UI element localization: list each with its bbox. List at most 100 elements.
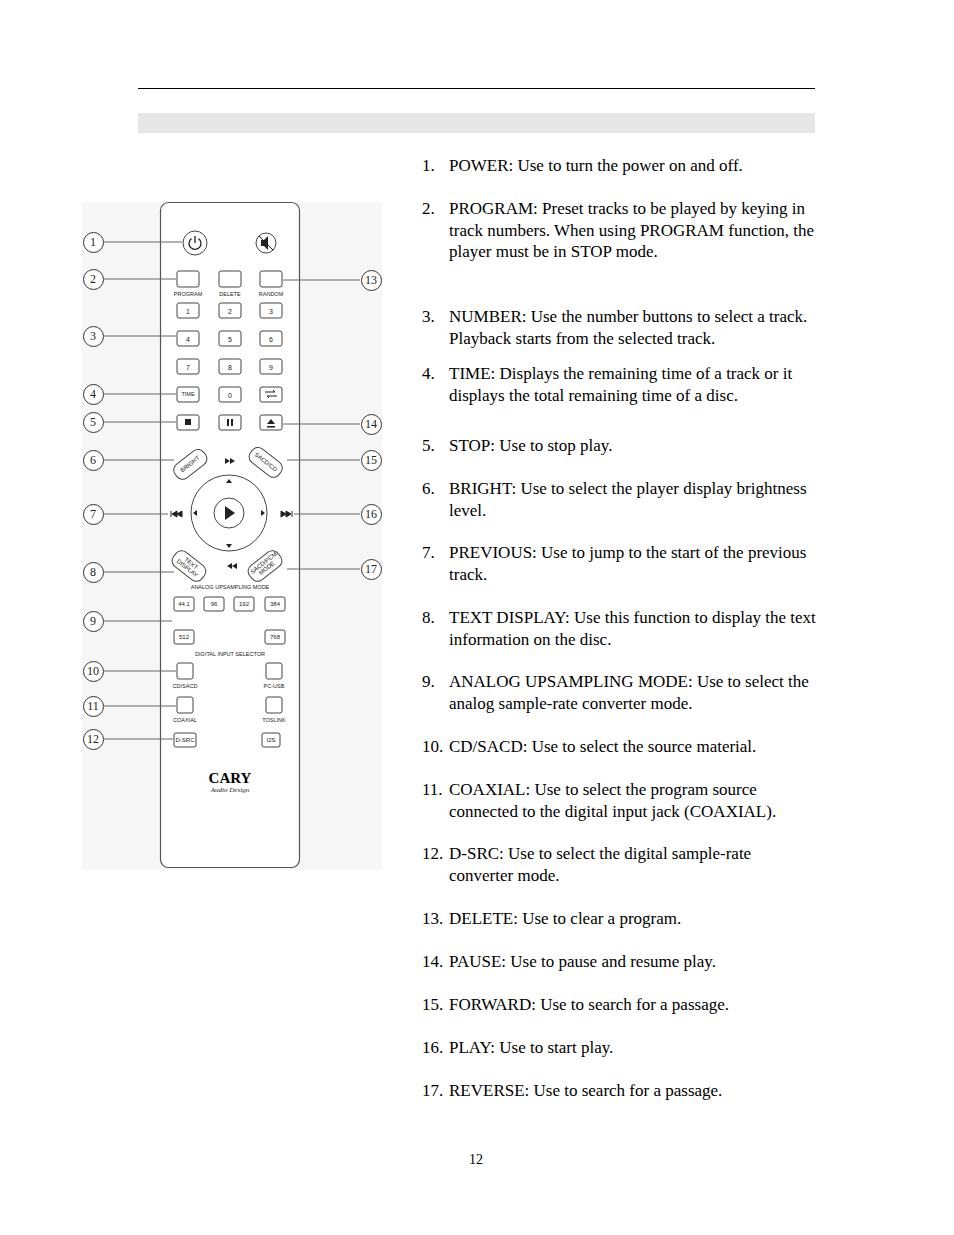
button-label: 0 [228,392,232,399]
button-label: 4 [186,336,190,343]
button-label: RANDOM [259,292,283,298]
callout-number: 12 [83,729,104,750]
button-label: 384 [270,601,280,607]
list-text: PAUSE: Use to pause and resume play. [449,951,819,973]
callout-text: 13 [365,274,377,286]
list-number: 5. [422,435,435,457]
list-text: PREVIOUS: Use to jump to the start of th… [449,542,819,585]
list-number: 7. [422,542,435,564]
button-label: DIGITAL INPUT SELECTOR [195,652,265,658]
callout-text: 17 [365,563,377,575]
callout-text: 7 [90,508,96,520]
button-label: PROGRAM [174,292,202,298]
callout-number: 16 [361,504,382,525]
callout-number: 2 [83,269,104,290]
list-number: 1. [422,155,435,177]
callout-text: 2 [90,273,96,285]
button-label: DELETE [219,292,240,298]
callout-text: 1 [90,236,96,248]
list-number: 16. [422,1037,443,1059]
button-label: 2 [228,308,232,315]
callout-number: 1 [83,232,104,253]
button-label: ANALOG UPSAMPLING MODE [191,585,270,591]
figure-ground [82,202,382,870]
button-label: CD/SACD [173,684,198,690]
button-label: 512 [179,634,189,640]
callout-text: 11 [87,700,99,712]
callout-number: 14 [361,414,382,435]
button-label: 9 [269,364,273,371]
callout-number: 6 [83,450,104,471]
button-label: 44.1 [178,601,190,607]
list-number: 17. [422,1080,443,1102]
callout-text: 8 [90,566,96,578]
list-text: D-SRC: Use to select the digital sample-… [449,843,819,886]
callout-number: 13 [361,270,382,291]
button-label: 1 [186,308,190,315]
list-text: ANALOG UPSAMPLING MODE: Use to select th… [449,671,819,714]
list-text: BRIGHT: Use to select the player display… [449,478,819,521]
button-label: TOSLINK [262,718,285,724]
button-label: I2S [266,737,275,743]
callout-text: 12 [87,733,99,745]
callout-number: 17 [361,559,382,580]
list-text: TIME: Displays the remaining time of a t… [449,363,819,406]
list-text: NUMBER: Use the number buttons to select… [449,306,819,349]
callout-number: 4 [83,384,104,405]
list-number: 14. [422,951,443,973]
button-label: COAXIAL [173,718,197,724]
button-label: 6 [269,336,273,343]
callout-text: 16 [365,508,377,520]
button-label: 768 [270,634,280,640]
callout-number: 11 [83,696,104,717]
list-text: REVERSE: Use to search for a passage. [449,1080,819,1102]
button-label: 5 [228,336,232,343]
callout-number: 5 [83,412,104,433]
list-text: PLAY: Use to start play. [449,1037,819,1059]
list-text: COAXIAL: Use to select the program sourc… [449,779,819,822]
button-label: 3 [269,308,273,315]
list-number: 2. [422,198,435,220]
button-label: 7 [186,364,190,371]
buttons [169,231,285,747]
callout-number: 9 [83,611,104,632]
callout-text: 9 [90,615,96,627]
button-label: 192 [239,601,249,607]
callout-text: 3 [90,330,96,342]
page-number: 12 [469,1149,483,1171]
callout-number: 7 [83,504,104,525]
list-number: 12. [422,843,443,865]
list-text: PROGRAM: Preset tracks to be played by k… [449,198,819,263]
list-number: 3. [422,306,435,328]
callout-text: 5 [90,416,96,428]
button-label: 96 [211,601,218,607]
brand-logo: Audio Design [211,787,249,794]
callout-text: 14 [365,418,377,430]
list-text: POWER: Use to turn the power on and off. [449,155,819,177]
callout-text: 10 [87,665,99,677]
leader-lines [104,242,360,739]
button-label: 8 [228,364,232,371]
list-number: 4. [422,363,435,385]
callout-text: 6 [90,454,96,466]
list-text: TEXT DISPLAY: Use this function to displ… [449,607,819,650]
button-label: TIME [181,392,194,398]
brand-logo: CARY [209,771,252,786]
list-number: 11. [422,779,443,801]
list-number: 9. [422,671,435,693]
header-band [138,113,815,133]
list-number: 8. [422,607,435,629]
header-rule [138,88,815,89]
list-number: 13. [422,908,443,930]
list-text: FORWARD: Use to search for a passage. [449,994,819,1016]
callout-number: 8 [83,562,104,583]
list-text: CD/SACD: Use to select the source materi… [449,736,819,758]
callout-text: 4 [90,388,96,400]
remote-body [161,203,300,868]
callout-number: 15 [361,450,382,471]
list-number: 15. [422,994,443,1016]
button-label: PC-USB [264,684,285,690]
list-text: STOP: Use to stop play. [449,435,819,457]
callout-text: 15 [365,454,377,466]
